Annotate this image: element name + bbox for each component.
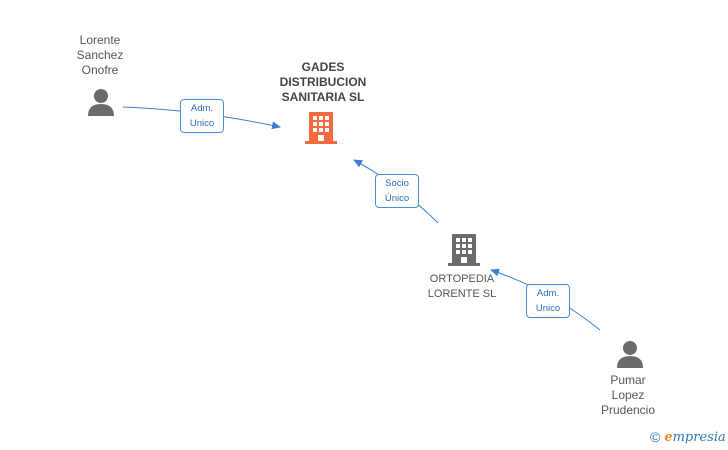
edge-label-adm-unico: Adm. Unico (180, 99, 224, 133)
edge-label-socio-unico: Socio Único (375, 174, 419, 208)
person-lorente-label: Lorente Sanchez Onofre (76, 33, 124, 77)
edge-label-adm-unico: Adm. Unico (526, 284, 570, 318)
building-icon[interactable] (305, 110, 339, 146)
brand-name: empresia (664, 429, 726, 445)
person-icon[interactable] (616, 340, 646, 370)
company-main-label: GADES DISTRIBUCION SANITARIA SL (279, 60, 367, 104)
brand-logo: © empresia (650, 429, 726, 445)
person-icon[interactable] (87, 88, 117, 118)
building-icon[interactable] (448, 232, 482, 268)
copyright-icon: © (650, 429, 661, 445)
company-ortopedia-label: ORTOPEDIA LORENTE SL (427, 273, 497, 300)
person-pumar-label: Pumar Lopez Prudencio (600, 373, 656, 417)
